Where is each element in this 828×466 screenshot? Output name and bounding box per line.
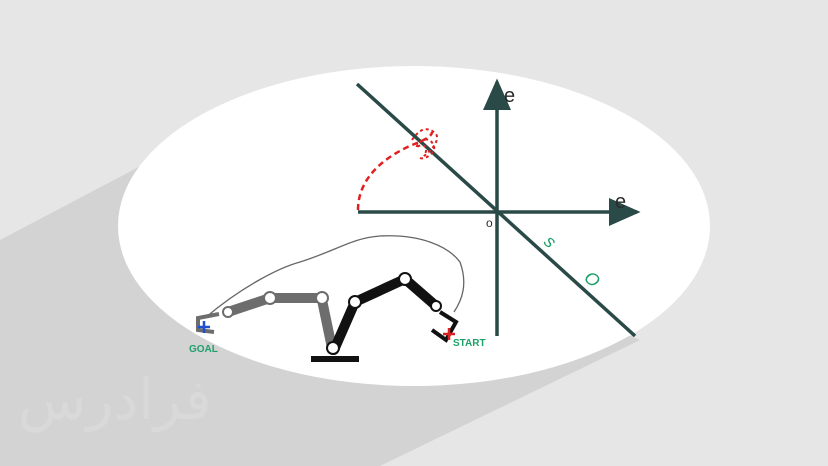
origin-label: o	[486, 216, 493, 230]
ellipse-panel	[118, 66, 710, 386]
vertical-axis-label: e	[504, 85, 515, 107]
state-trajectory	[356, 131, 434, 211]
robot-arm-start-pose	[326, 272, 459, 355]
robot-base	[311, 356, 359, 362]
horizontal-axis-label: e	[615, 191, 626, 213]
sliding-line	[355, 82, 637, 338]
brand-watermark: فرادرس	[18, 368, 212, 433]
start-label: START	[453, 338, 486, 349]
chattering-zone	[411, 128, 438, 160]
goal-label: GOAL	[189, 344, 218, 355]
goal-marker	[198, 321, 210, 333]
robot-arm-goal-pose	[196, 291, 337, 353]
end-effector-path	[204, 235, 465, 319]
start-marker	[443, 328, 455, 340]
